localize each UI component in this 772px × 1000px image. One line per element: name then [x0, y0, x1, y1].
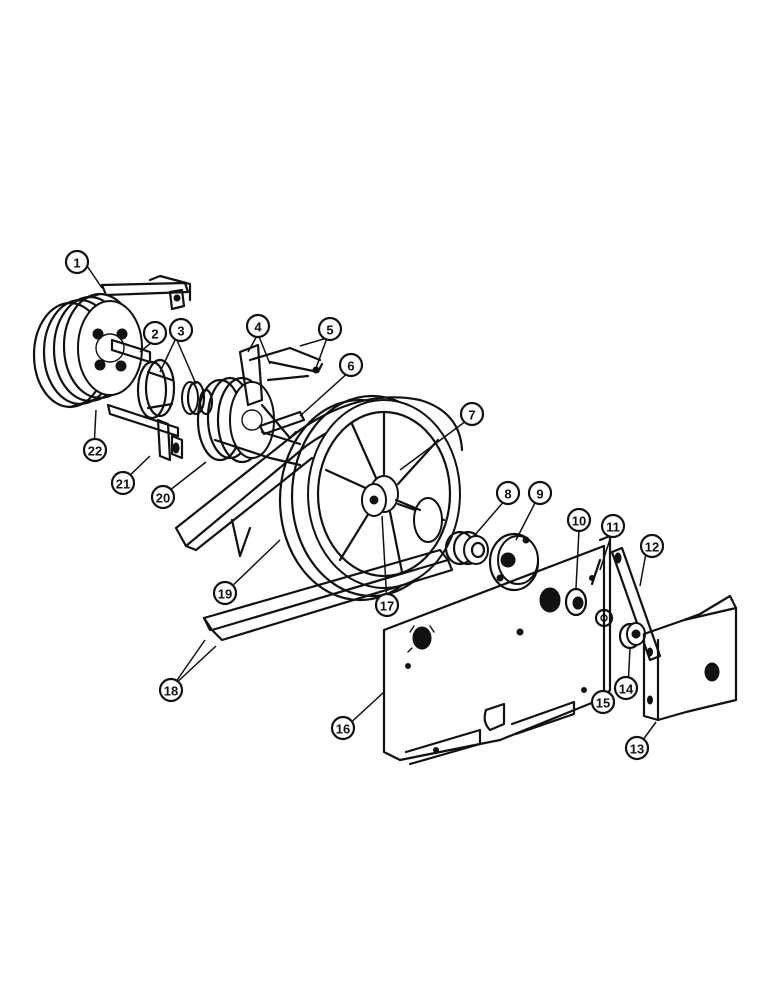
callout-16: 16	[330, 715, 356, 741]
callout-11: 11	[600, 513, 626, 539]
callout-circle	[317, 316, 343, 342]
callout-circle	[600, 513, 626, 539]
part-20-double-groove-pulley	[196, 376, 302, 467]
callout-number: 12	[645, 540, 659, 555]
callout-circle	[590, 689, 616, 715]
callout-number: 17	[380, 599, 394, 614]
callout-12: 12	[639, 533, 665, 559]
callout-number: 21	[116, 477, 130, 492]
callout-number: 5	[326, 323, 333, 338]
callout-circle	[110, 470, 136, 496]
callout-14: 14	[613, 675, 639, 701]
callout-22: 22	[82, 437, 108, 463]
callout-21: 21	[110, 470, 136, 496]
callout-1: 1	[64, 249, 90, 275]
callout-number: 1	[73, 256, 80, 271]
part-17-hub-assembly	[361, 483, 387, 517]
part-15-lock-washer	[594, 608, 614, 628]
callout-3: 3	[168, 317, 194, 343]
part-3-bearing-assembly	[136, 358, 214, 420]
callout-number: 4	[254, 320, 262, 335]
callout-circle	[245, 313, 271, 339]
callout-7: 7	[459, 401, 485, 427]
part-14-nut	[618, 622, 646, 650]
part-6-shaft	[258, 410, 306, 436]
callout-circle	[338, 352, 364, 378]
part-10-hub-nut	[564, 587, 588, 617]
callout-circle	[527, 480, 553, 506]
callout-2: 2	[142, 320, 168, 346]
callout-circle	[212, 580, 238, 606]
part-11-pin	[590, 558, 602, 586]
callout-circle	[142, 320, 168, 346]
callout-circle	[495, 480, 521, 506]
callout-circle	[624, 735, 650, 761]
callout-9: 9	[527, 480, 553, 506]
callout-number: 7	[468, 408, 475, 423]
callout-number: 19	[218, 587, 232, 602]
callout-10: 10	[566, 507, 592, 533]
part-21-lower-bracket	[106, 403, 184, 462]
part-1-top-bracket	[100, 274, 192, 311]
callout-circle	[168, 317, 194, 343]
callout-number: 11	[606, 520, 620, 535]
callout-number: 8	[504, 487, 511, 502]
callout-number: 6	[347, 359, 354, 374]
callout-number: 22	[88, 444, 102, 459]
callout-number: 18	[164, 684, 178, 699]
callout-number: 20	[156, 491, 170, 506]
part-9-flange	[488, 532, 540, 592]
callout-circle	[82, 437, 108, 463]
part-4-5-idler-bracket	[238, 343, 324, 440]
callout-number: 14	[619, 682, 634, 697]
callout-18: 18	[158, 677, 184, 703]
part-18-v-belts	[202, 548, 454, 642]
callout-circle	[613, 675, 639, 701]
part-13-side-bracket	[642, 594, 738, 722]
callout-number: 10	[572, 514, 586, 529]
callout-circle	[64, 249, 90, 275]
callout-4: 4	[245, 313, 271, 339]
callout-17: 17	[374, 592, 400, 618]
callout-number: 2	[151, 327, 158, 342]
callout-8: 8	[495, 480, 521, 506]
callout-15: 15	[590, 689, 616, 715]
part-22-multi-groove-pulley	[32, 292, 143, 409]
callout-circle	[158, 677, 184, 703]
part-8-bearing	[444, 530, 489, 566]
callout-5: 5	[317, 316, 343, 342]
callout-20: 20	[150, 484, 176, 510]
callout-6: 6	[338, 352, 364, 378]
callout-circle	[150, 484, 176, 510]
callout-number: 16	[336, 722, 350, 737]
callout-number: 15	[596, 696, 610, 711]
callout-13: 13	[624, 735, 650, 761]
callout-circle	[459, 401, 485, 427]
callout-number: 3	[177, 324, 184, 339]
callouts	[84, 262, 657, 745]
callout-circle	[566, 507, 592, 533]
callout-number: 9	[536, 487, 543, 502]
callout-number: 13	[630, 742, 644, 757]
callout-19: 19	[212, 580, 238, 606]
callout-circle	[330, 715, 356, 741]
callout-circle	[639, 533, 665, 559]
callout-circle	[374, 592, 400, 618]
